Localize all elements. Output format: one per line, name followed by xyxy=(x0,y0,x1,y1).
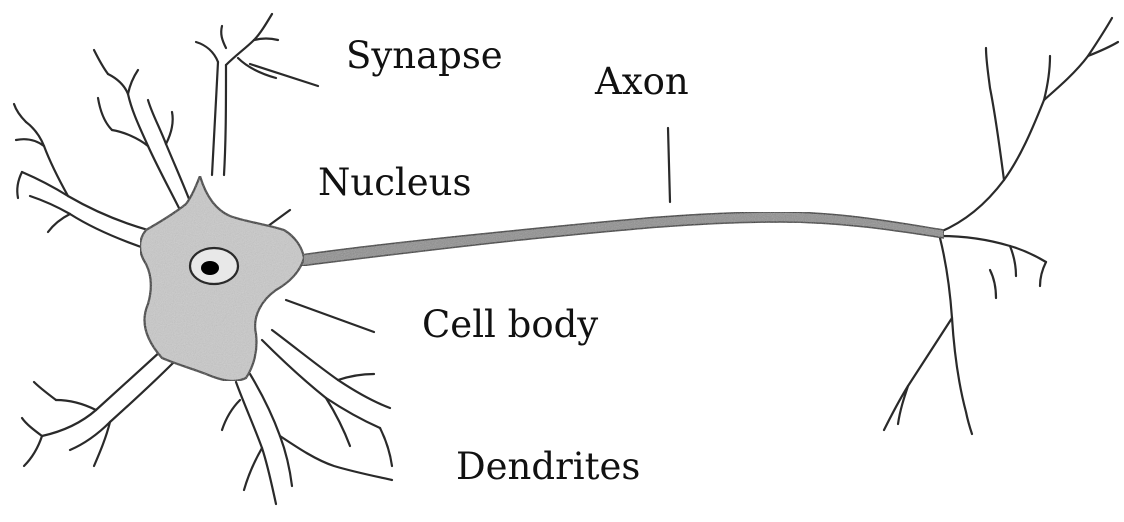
dendrite-upper-left xyxy=(94,50,194,214)
axon xyxy=(300,212,944,266)
label-nucleus: Nucleus xyxy=(318,164,471,201)
leader-line-cell-body xyxy=(286,300,374,332)
dendrite-top xyxy=(196,14,278,175)
label-dendrites: Dendrites xyxy=(456,448,640,485)
label-synapse: Synapse xyxy=(346,37,503,74)
leader-line-axon xyxy=(668,128,670,202)
leader-line-synapse xyxy=(250,64,318,86)
label-axon: Axon xyxy=(595,63,689,100)
dendrite-lower-right xyxy=(262,330,392,466)
dendrite-lower-left xyxy=(22,350,174,466)
dendrite-left xyxy=(14,104,150,250)
nucleolus xyxy=(201,261,219,275)
label-cell-body: Cell body xyxy=(422,306,598,343)
dendrite-bottom xyxy=(222,374,392,504)
